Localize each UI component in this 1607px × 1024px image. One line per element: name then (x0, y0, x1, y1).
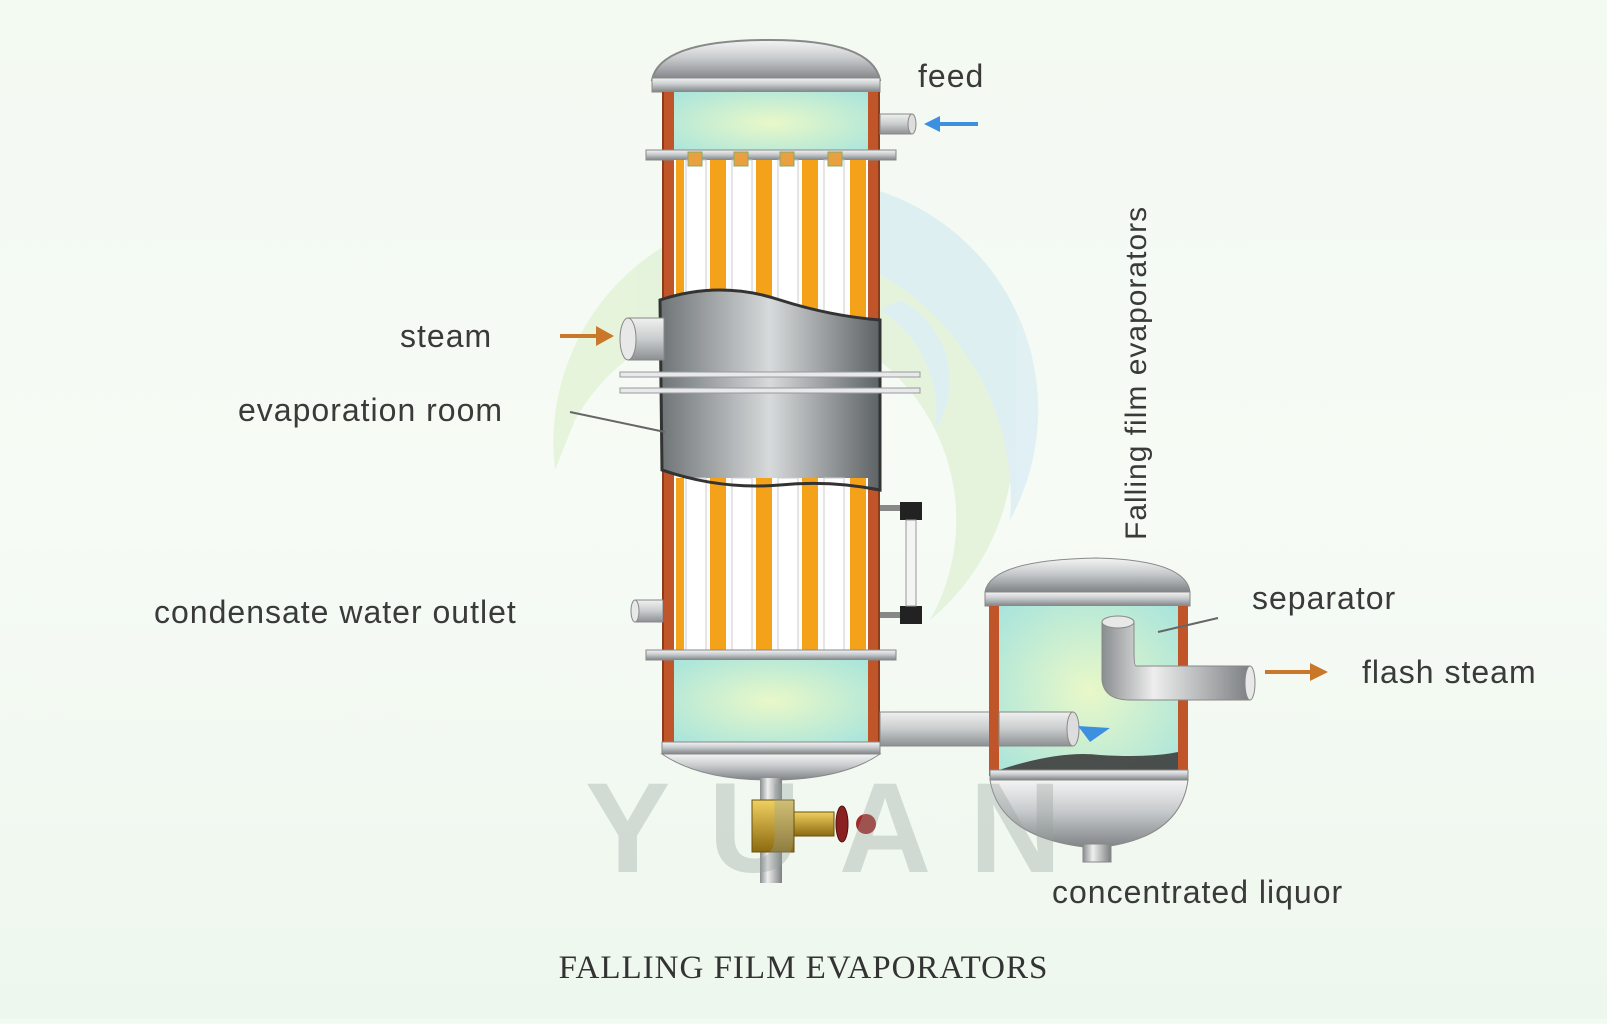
label-concentrated-liquor: concentrated liquor (1052, 874, 1344, 910)
label-steam: steam (400, 318, 493, 354)
condensate-nozzle (630, 599, 664, 623)
watermark-text: YUAN (585, 757, 1100, 900)
label-separator: separator (1252, 580, 1397, 616)
flash-steam-arrow (1265, 663, 1328, 681)
drain-valve (751, 799, 876, 853)
label-condensate-water-outlet: condensate water outlet (154, 594, 517, 630)
label-flash-steam: flash steam (1362, 654, 1537, 690)
label-feed: feed (918, 58, 985, 94)
evaporation-room-leader (569, 411, 666, 433)
evaporator-column (619, 38, 921, 883)
steam-nozzle (619, 317, 665, 361)
feed-arrow (924, 116, 978, 132)
separator-leader (1157, 617, 1219, 633)
figure-caption: FALLING FILM EVAPORATORS (558, 950, 1049, 986)
separator-vessel (984, 557, 1256, 863)
steam-arrow (560, 326, 614, 346)
tube-bundle-lower (676, 477, 866, 664)
label-evaporation-room: evaporation room (238, 392, 504, 428)
level-gauge (880, 502, 922, 624)
vertical-title: Falling film evaporators (1120, 205, 1153, 540)
feed-nozzle (879, 113, 917, 135)
